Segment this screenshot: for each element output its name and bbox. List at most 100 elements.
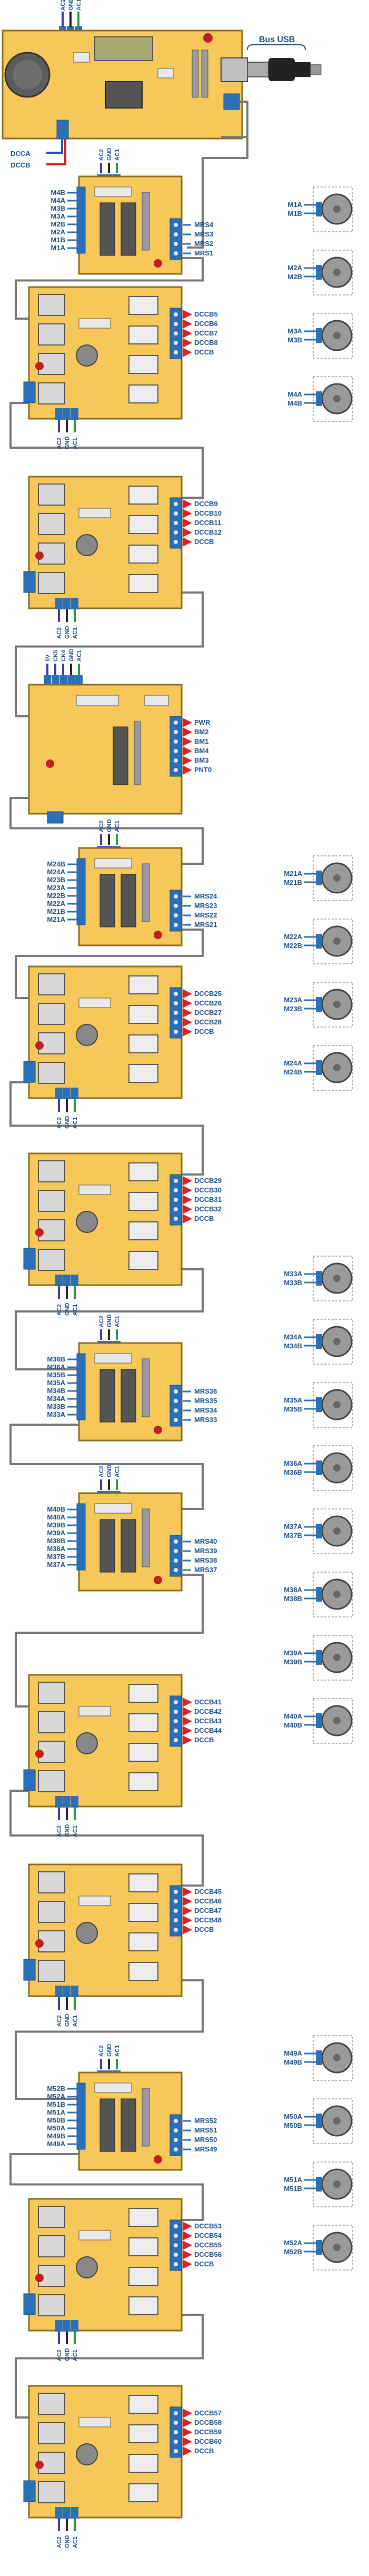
- supply-pin: [63, 408, 71, 420]
- led: [35, 2274, 44, 2282]
- relay: [128, 574, 158, 593]
- input-label: M49B: [47, 2132, 65, 2140]
- motor-frame: [313, 1382, 353, 1428]
- motor-frame: [313, 2162, 353, 2207]
- output-pin: [174, 1710, 178, 1714]
- supply-pin-label: GND: [64, 1824, 71, 1838]
- relay: [38, 2422, 65, 2444]
- motor-shaft: [333, 937, 341, 945]
- motor-label: M37B: [284, 1532, 302, 1539]
- input-label: M37B: [47, 1553, 65, 1561]
- supply-pin-label: AC1: [114, 821, 121, 832]
- motor-shaft: [333, 2117, 341, 2125]
- output-label: MRS39: [194, 1547, 217, 1555]
- header: [78, 998, 111, 1008]
- motor-label: M38B: [284, 1595, 302, 1603]
- motor-label: M3A: [288, 327, 303, 335]
- input-label: M34B: [47, 1387, 65, 1395]
- chain-wire: [9, 1424, 204, 1510]
- output-pin: [174, 2421, 178, 2425]
- supply-pin: [55, 2320, 63, 2332]
- motor-connector: [316, 871, 322, 885]
- relay: [128, 1251, 158, 1270]
- relay: [128, 1743, 158, 1762]
- relay: [128, 355, 158, 374]
- header: [78, 318, 111, 329]
- supply-pin-label: AC2: [98, 2045, 105, 2057]
- relay: [128, 1162, 158, 1181]
- motor-label: M33B: [284, 1279, 302, 1287]
- led: [46, 759, 54, 768]
- output-label: PWR: [194, 718, 211, 726]
- motor-label: M4B: [288, 399, 302, 407]
- input-connector: [76, 1353, 86, 1420]
- chip: [121, 1519, 136, 1573]
- chain-wire: [15, 1268, 204, 1370]
- output-label: MRS22: [194, 911, 217, 919]
- output-label: MRS49: [194, 2145, 217, 2153]
- motor-shaft: [333, 2180, 341, 2188]
- motor-label: M22A: [284, 933, 302, 941]
- output-label: MRS34: [194, 1406, 217, 1414]
- input-label: M34A: [47, 1395, 65, 1403]
- chain-wire: [187, 102, 248, 249]
- left-connector: [23, 2293, 36, 2315]
- motor-label: M24B: [284, 1068, 302, 1076]
- led: [35, 1228, 44, 1237]
- io-top-pin-label: CK4: [61, 649, 67, 662]
- output-pin: [174, 350, 178, 354]
- supply-pin-label: AC1: [72, 2536, 78, 2548]
- chip: [113, 726, 128, 785]
- output-pin: [174, 322, 178, 326]
- header: [78, 1896, 111, 1906]
- output-connector: [169, 1385, 182, 1427]
- motor-shaft: [333, 269, 341, 276]
- input-label: M40A: [47, 1513, 65, 1521]
- motor-frame: [313, 1256, 353, 1301]
- motor-frame: [313, 2225, 353, 2271]
- led: [154, 2155, 162, 2164]
- motor-shaft: [333, 874, 341, 882]
- motor-label: M1A: [288, 201, 303, 209]
- supply-pin-label: AC1: [72, 1117, 78, 1129]
- output-label: DCCB47: [194, 1907, 222, 1914]
- output-pin: [174, 2138, 178, 2142]
- motor-shaft: [333, 1591, 341, 1598]
- left-connector: [23, 571, 36, 593]
- motor-connector: [316, 2240, 322, 2255]
- motor-connector: [316, 1060, 322, 1075]
- left-connector: [23, 381, 36, 403]
- controller-pin-label: GND: [68, 0, 74, 11]
- output-label: MRS52: [194, 2117, 217, 2125]
- supply-pin-label: AC1: [72, 1825, 78, 1837]
- motor-shaft: [333, 1527, 341, 1535]
- supply-pin: [63, 1275, 71, 1286]
- output-label: DCCB10: [194, 509, 222, 517]
- header: [94, 1503, 132, 1514]
- motor-connector: [316, 2177, 322, 2192]
- output-pin: [174, 2253, 178, 2257]
- input-label: M4B: [51, 189, 65, 196]
- led: [35, 1750, 44, 1758]
- output-label: DCCB25: [194, 990, 222, 998]
- supply-pin: [71, 1796, 78, 1808]
- header: [94, 186, 132, 197]
- input-label: M35B: [47, 1371, 65, 1379]
- supply-pin: [71, 2507, 78, 2519]
- input-label: M1A: [51, 244, 66, 252]
- supply-pin-label: GND: [106, 148, 113, 161]
- output-label: DCCB: [194, 2260, 214, 2268]
- led: [154, 1576, 162, 1584]
- input-connector: [76, 2082, 86, 2150]
- relay: [128, 296, 158, 315]
- relay: [128, 1005, 158, 1024]
- relay: [128, 1962, 158, 1981]
- relay: [128, 2267, 158, 2286]
